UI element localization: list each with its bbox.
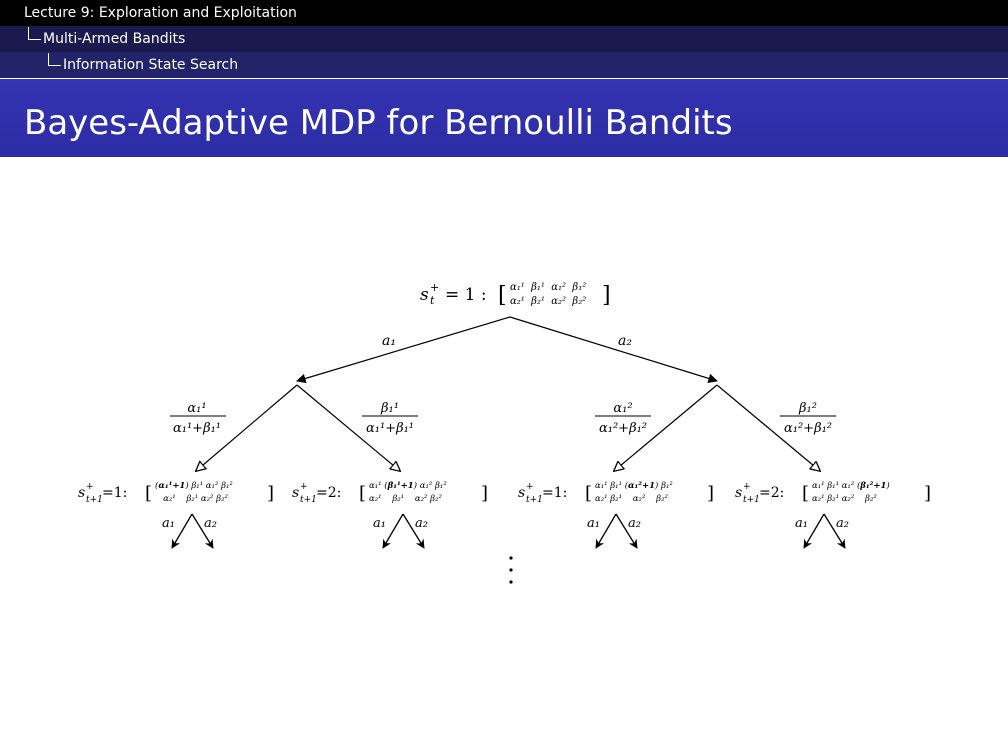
breadcrumb-section[interactable]: Multi-Armed Bandits	[0, 26, 1008, 52]
svg-text:α₂¹ β₂¹ α₂² β₂²: α₂¹ β₂¹ α₂² β₂²	[510, 296, 586, 307]
svg-text:a₁: a₁	[587, 516, 600, 531]
svg-text:s: s	[78, 485, 85, 501]
svg-text:[: [	[145, 483, 152, 504]
breadcrumb-subsection[interactable]: Information State Search	[0, 52, 1008, 78]
svg-text:α₁¹ (β₁¹+1) α₁² β₁²: α₁¹ (β₁¹+1) α₁² β₁²	[369, 480, 447, 491]
edge-outcome-4	[716, 384, 820, 471]
svg-text:s: s	[735, 485, 742, 501]
subtree-2: a₁ a₂	[373, 513, 428, 549]
svg-text:t: t	[430, 294, 435, 307]
svg-text:s: s	[292, 485, 299, 501]
edge-a1	[296, 316, 511, 384]
svg-text:α₂¹ β₂¹ α₂² β₂²: α₂¹ β₂¹ α₂² β₂²	[155, 494, 228, 504]
svg-text:=1:: =1:	[102, 485, 127, 501]
svg-text:= 1 :: = 1 :	[445, 285, 487, 305]
svg-text:α₁¹+β₁¹: α₁¹+β₁¹	[173, 421, 221, 436]
svg-text:+: +	[430, 281, 439, 294]
svg-text:s: s	[420, 285, 429, 305]
svg-text:α₁²+β₁²: α₁²+β₁²	[599, 421, 647, 436]
edge-outcome-3	[614, 384, 718, 471]
svg-text:a₂: a₂	[415, 516, 428, 531]
svg-text:[: [	[585, 483, 592, 504]
probability-3: α₁² α₁²+β₁²	[595, 401, 651, 436]
svg-text:t+1: t+1	[526, 495, 543, 505]
svg-text:α₁¹: α₁¹	[187, 401, 206, 416]
tree-corner-icon	[48, 53, 61, 66]
svg-text:α₂¹ β₂¹ α₂² β₂²: α₂¹ β₂¹ α₂² β₂²	[595, 494, 668, 504]
svg-text:α₁²: α₁²	[613, 401, 632, 416]
probability-4: β₁² α₁²+β₁²	[780, 401, 836, 436]
action-label-a1: a₁	[382, 333, 396, 349]
svg-text:a₂: a₂	[204, 516, 217, 531]
svg-text:]: ]	[924, 483, 931, 504]
svg-text:α₁²+β₁²: α₁²+β₁²	[784, 421, 832, 436]
svg-text:α₂¹ β₂¹ α₂² β₂²: α₂¹ β₂¹ α₂² β₂²	[369, 494, 442, 504]
edge-a2	[509, 316, 718, 384]
svg-text:a₂: a₂	[836, 516, 849, 531]
probability-1: α₁¹ α₁¹+β₁¹	[170, 401, 226, 436]
tree-corner-icon	[28, 27, 41, 40]
svg-text:[: [	[498, 283, 507, 308]
svg-text:=2:: =2:	[316, 485, 341, 501]
edge-outcome-2	[296, 384, 400, 471]
svg-text:a₁: a₁	[162, 516, 175, 531]
svg-text:s: s	[518, 485, 525, 501]
breadcrumb-subsection-label: Information State Search	[63, 57, 239, 73]
svg-text:t+1: t+1	[86, 495, 103, 505]
svg-text:=2:: =2:	[759, 485, 784, 501]
leaf-state-1: s + t+1 =1: [ (α₁¹+1) β₁¹ α₁² β₁² α₂¹ β₂…	[78, 480, 274, 505]
svg-text:]: ]	[707, 483, 714, 504]
root-state: s + t = 1 : [ α₁¹ β₁¹ α₁² β₁² α₂¹ β₂¹ α₂…	[420, 281, 611, 308]
svg-text:β₁²: β₁²	[798, 401, 817, 416]
leaf-state-4: s + t+1 =2: [ α₁¹ β₁¹ α₁² (β₁²+1) α₂¹ β₂…	[735, 480, 931, 505]
slide-title: Bayes-Adaptive MDP for Bernoulli Bandits	[24, 103, 733, 143]
svg-text:[: [	[359, 483, 366, 504]
svg-text:α₂¹ β₂¹ α₂² β₂²: α₂¹ β₂¹ α₂² β₂²	[812, 494, 877, 504]
svg-text:]: ]	[481, 483, 488, 504]
svg-text:]: ]	[267, 483, 274, 504]
continuation-dots	[509, 556, 513, 584]
svg-text:+: +	[526, 482, 534, 492]
subtree-3: a₁ a₂	[587, 513, 641, 549]
svg-text:(α₁¹+1) β₁¹ α₁² β₁²: (α₁¹+1) β₁¹ α₁² β₁²	[155, 480, 233, 491]
breadcrumb-lecture[interactable]: Lecture 9: Exploration and Exploitation	[0, 0, 1008, 26]
svg-text:+: +	[300, 482, 308, 492]
svg-text:α₁¹ β₁¹ α₁² β₁²: α₁¹ β₁¹ α₁² β₁²	[510, 282, 586, 293]
title-bar: Bayes-Adaptive MDP for Bernoulli Bandits	[0, 79, 1008, 157]
svg-text:]: ]	[602, 283, 611, 308]
svg-text:+: +	[86, 482, 94, 492]
svg-text:α₁¹ β₁¹ (α₁²+1) β₁²: α₁¹ β₁¹ (α₁²+1) β₁²	[595, 480, 673, 491]
breadcrumb-section-label: Multi-Armed Bandits	[43, 31, 186, 47]
action-label-a2: a₂	[618, 333, 632, 349]
svg-text:t+1: t+1	[743, 495, 760, 505]
svg-text:a₁: a₁	[795, 516, 808, 531]
svg-text:β₁¹: β₁¹	[380, 401, 399, 416]
svg-text:a₁: a₁	[373, 516, 386, 531]
svg-text:t+1: t+1	[300, 495, 317, 505]
svg-text:[: [	[802, 483, 809, 504]
subtree-1: a₁ a₂	[162, 513, 217, 549]
subtree-4: a₁ a₂	[795, 513, 849, 549]
leaf-state-3: s + t+1 =1: [ α₁¹ β₁¹ (α₁²+1) β₁² α₂¹ β₂…	[518, 480, 714, 505]
svg-text:+: +	[743, 482, 751, 492]
svg-text:a₂: a₂	[628, 516, 641, 531]
breadcrumb-lecture-label: Lecture 9: Exploration and Exploitation	[24, 5, 297, 21]
svg-text:α₁¹ β₁¹ α₁² (β₁²+1): α₁¹ β₁¹ α₁² (β₁²+1)	[812, 480, 890, 491]
probability-2: β₁¹ α₁¹+β₁¹	[362, 401, 418, 436]
leaf-state-2: s + t+1 =2: [ α₁¹ (β₁¹+1) α₁² β₁² α₂¹ β₂…	[292, 480, 488, 505]
svg-text:α₁¹+β₁¹: α₁¹+β₁¹	[366, 421, 414, 436]
edge-outcome-1	[196, 384, 298, 471]
svg-text:=1:: =1:	[542, 485, 567, 501]
